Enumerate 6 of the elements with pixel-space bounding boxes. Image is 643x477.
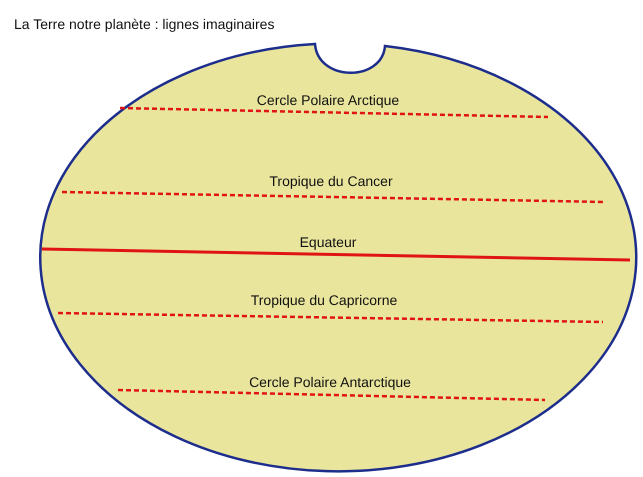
line-label: Equateur: [300, 234, 356, 250]
line-label: Tropique du Capricorne: [250, 292, 398, 308]
line-label: Tropique du Cancer: [269, 173, 393, 189]
line-label: Cercle Polaire Arctique: [256, 92, 400, 108]
title: La Terre notre planète : lignes imaginaires: [14, 16, 274, 32]
line-label: Cercle Polaire Antarctique: [249, 374, 411, 390]
